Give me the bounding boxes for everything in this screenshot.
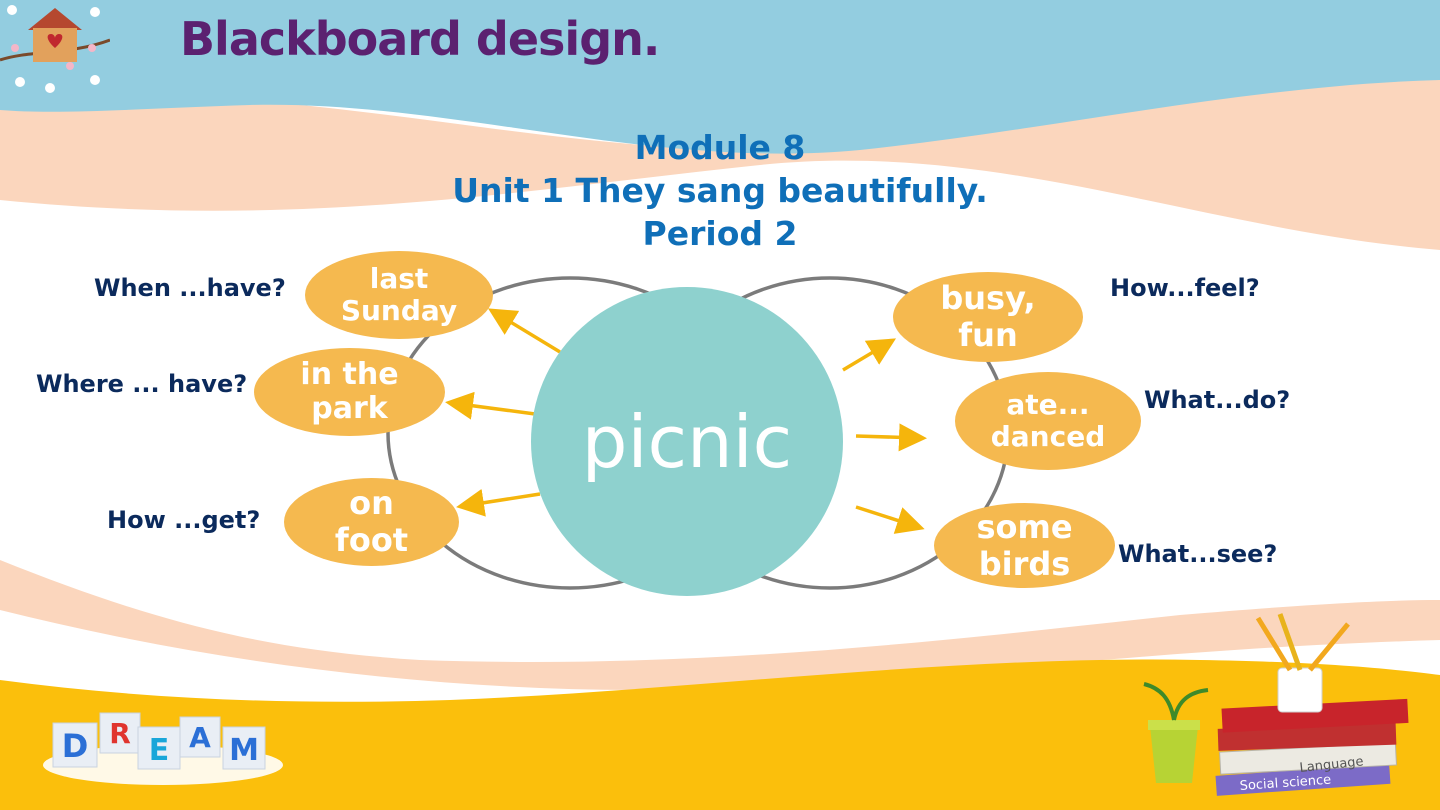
question-label: Where ... have? <box>36 370 248 398</box>
center-node-picnic: picnic <box>531 287 843 596</box>
answer-bubble: on foot <box>284 478 459 566</box>
arrow-on-foot <box>456 488 541 517</box>
arrow-ate-danced <box>855 423 927 452</box>
answer-bubble: busy, fun <box>893 272 1083 362</box>
answer-text: on foot <box>334 484 409 559</box>
question-label: How ...get? <box>107 506 261 534</box>
arrow-some-birds <box>855 505 925 534</box>
question-label: What...do? <box>1144 386 1291 414</box>
answer-bubble: some birds <box>934 503 1115 588</box>
module-heading: Module 8 <box>634 128 806 167</box>
birdhouse-icon <box>0 5 110 93</box>
arrow-last-sunday <box>488 308 561 354</box>
answer-bubble: in the park <box>254 348 445 436</box>
question-label: How...feel? <box>1110 274 1260 302</box>
answer-text: in the park <box>300 356 399 426</box>
page-title: Blackboard design. <box>180 12 660 66</box>
dream-letter: D <box>62 727 89 765</box>
arrow-busy-fun <box>842 338 897 372</box>
book-label: Social science <box>1239 773 1331 794</box>
period-heading: Period 2 <box>642 214 798 253</box>
answer-text: some birds <box>976 507 1073 583</box>
answer-text: last Sunday <box>340 261 458 327</box>
answer-bubble: ate... danced <box>955 372 1141 470</box>
dream-letter: E <box>149 733 170 768</box>
dream-letter: A <box>189 721 211 754</box>
dream-letter: R <box>109 717 131 750</box>
unit-heading: Unit 1 They sang beautifully. <box>452 171 988 210</box>
books-and-plant-icon: Language Social science <box>1143 613 1409 796</box>
dream-blocks-icon: D R E A M <box>43 712 283 785</box>
answer-bubble: last Sunday <box>305 251 493 339</box>
sky-band <box>0 0 1440 154</box>
answer-text: busy, fun <box>940 279 1036 354</box>
question-label: When ...have? <box>94 274 286 302</box>
arrow-in-the-park <box>445 391 536 420</box>
yellow-wave-bottom <box>0 659 1440 810</box>
question-label: What...see? <box>1118 540 1278 568</box>
answer-text: ate... danced <box>990 387 1106 453</box>
book-label: Language <box>1299 754 1364 776</box>
dream-letter: M <box>229 733 259 768</box>
